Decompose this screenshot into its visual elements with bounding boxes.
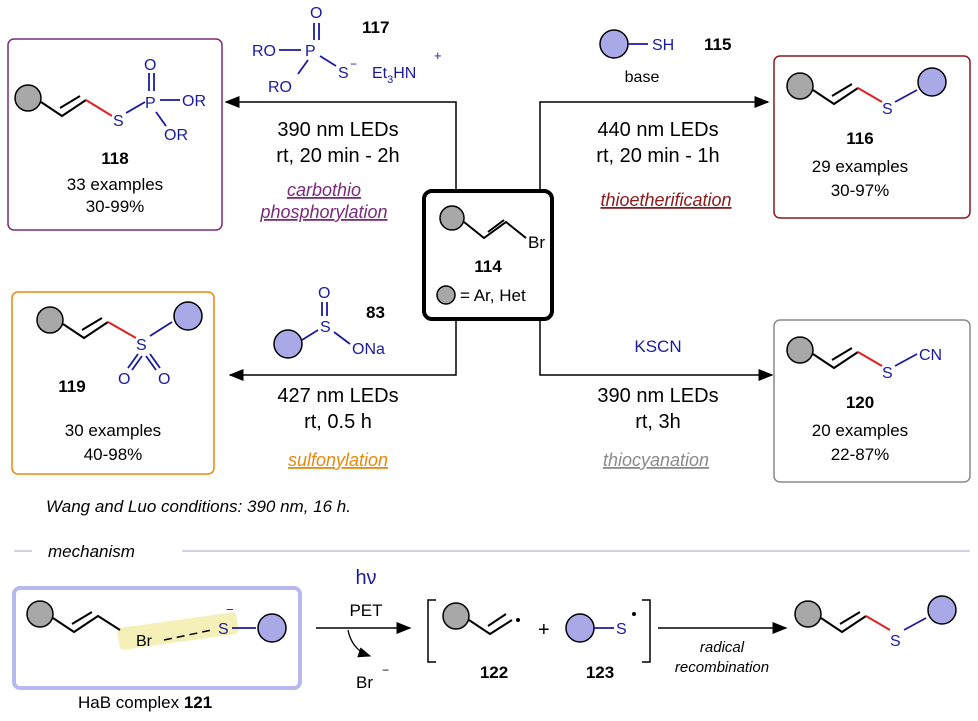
reaction-name-sulfonylation: sulfonylation	[288, 450, 388, 470]
svg-text:33 examples: 33 examples	[67, 175, 163, 194]
reagent-kscn: KSCN	[634, 337, 681, 356]
svg-text:S: S	[882, 101, 893, 118]
svg-text:O: O	[318, 285, 330, 302]
compound-number-118: 118	[101, 149, 128, 168]
svg-text:30-99%: 30-99%	[86, 197, 145, 216]
svg-text:O: O	[118, 371, 130, 388]
svg-text:SH: SH	[652, 37, 674, 54]
svg-text:rt, 3h: rt, 3h	[635, 411, 681, 433]
svg-text:HaB complex 121: HaB complex 121	[78, 693, 212, 712]
legend-circle	[436, 285, 456, 305]
svg-text:S: S	[338, 65, 349, 82]
svg-text:20 examples: 20 examples	[812, 421, 908, 440]
mechanism-label: mechanism	[48, 542, 135, 561]
svg-text:ONa: ONa	[352, 341, 385, 358]
svg-text:S: S	[136, 337, 147, 354]
svg-text:30 examples: 30 examples	[65, 421, 161, 440]
svg-text:−: −	[350, 57, 357, 71]
br-label: Br	[528, 233, 545, 252]
svg-text:S: S	[882, 365, 893, 382]
compound-number-122: 122	[480, 663, 508, 682]
product-119-panel: S O O 119 30 examples 40-98%	[11, 291, 215, 475]
svg-text:rt, 0.5 h: rt, 0.5 h	[304, 411, 372, 433]
compound-number-116: 116	[846, 129, 873, 148]
compound-number-114: 114	[474, 257, 502, 276]
svg-text:OR: OR	[164, 127, 188, 144]
reaction-name-thioetherification: thioetherification	[600, 190, 731, 210]
svg-text:390 nm LEDs: 390 nm LEDs	[277, 119, 398, 141]
svg-text:29 examples: 29 examples	[812, 157, 908, 176]
svg-text:CN: CN	[919, 347, 942, 364]
compound-number-117: 117	[362, 18, 389, 37]
reaction-name-thiocyanation: thiocyanation	[603, 450, 709, 470]
svg-text:hν: hν	[355, 567, 376, 589]
svg-text:O: O	[158, 371, 170, 388]
svg-text:−: −	[226, 602, 234, 617]
svg-text:S: S	[113, 113, 124, 130]
reagent-83: S O ONa 83	[273, 285, 385, 359]
center-substrate-114: Br 114 = Ar, Het	[422, 189, 554, 321]
mechanism-section: mechanism Br S − HaB complex 121 hν PET …	[12, 542, 970, 712]
footnote: Wang and Luo conditions: 390 nm, 16 h.	[46, 497, 351, 516]
compound-number-115: 115	[704, 35, 731, 54]
product-116-panel: S 116 29 examples 30-97%	[773, 55, 971, 219]
svg-text:rt, 20 min - 1h: rt, 20 min - 1h	[596, 145, 719, 167]
svg-text:P: P	[145, 95, 156, 112]
svg-text:OR: OR	[182, 93, 206, 110]
svg-text:P: P	[305, 43, 316, 60]
aryl-circle	[439, 205, 465, 231]
svg-text:Br: Br	[356, 673, 373, 692]
svg-text:PET: PET	[349, 601, 382, 620]
svg-text:base: base	[625, 69, 660, 86]
reaction-name-carbothiophosphorylation: carbothio	[287, 180, 361, 200]
svg-text:RO: RO	[268, 79, 292, 96]
compound-number-123: 123	[586, 663, 614, 682]
svg-text:radical: radical	[700, 639, 745, 656]
svg-text:22-87%: 22-87%	[831, 445, 890, 464]
svg-text:phosphorylation: phosphorylation	[259, 202, 387, 222]
compound-number-120: 120	[846, 393, 874, 412]
product-120-panel: S CN 120 20 examples 22-87%	[773, 319, 971, 483]
svg-text:440 nm LEDs: 440 nm LEDs	[597, 119, 718, 141]
svg-text:427 nm LEDs: 427 nm LEDs	[277, 385, 398, 407]
svg-text:+: +	[434, 48, 442, 63]
svg-text:−: −	[382, 663, 389, 677]
reaction-arrows	[224, 96, 774, 381]
reagent-117: O RO P S − RO Et3HN + 117	[252, 5, 442, 96]
svg-text:S: S	[616, 621, 627, 638]
compound-number-83: 83	[366, 303, 385, 322]
svg-text:recombination: recombination	[675, 659, 769, 676]
svg-text:390 nm LEDs: 390 nm LEDs	[597, 385, 718, 407]
svg-text:O: O	[310, 5, 322, 22]
reagent-115: SH 115 base	[599, 29, 731, 86]
svg-text:S: S	[218, 621, 229, 638]
svg-text:Br: Br	[136, 633, 153, 650]
svg-text:+: +	[538, 619, 550, 641]
svg-text:O: O	[144, 57, 156, 74]
svg-text:S: S	[890, 633, 901, 650]
svg-text:40-98%: 40-98%	[84, 445, 143, 464]
svg-text:Et3HN: Et3HN	[372, 65, 416, 86]
svg-text:30-97%: 30-97%	[831, 181, 890, 200]
svg-text:RO: RO	[252, 43, 276, 60]
product-118-panel: S P O OR OR 118 33 examples 30-99%	[7, 38, 223, 231]
svg-text:rt, 20 min - 2h: rt, 20 min - 2h	[276, 145, 399, 167]
svg-text:S: S	[320, 319, 331, 336]
legend-text: = Ar, Het	[460, 286, 526, 305]
compound-number-119: 119	[58, 377, 85, 396]
